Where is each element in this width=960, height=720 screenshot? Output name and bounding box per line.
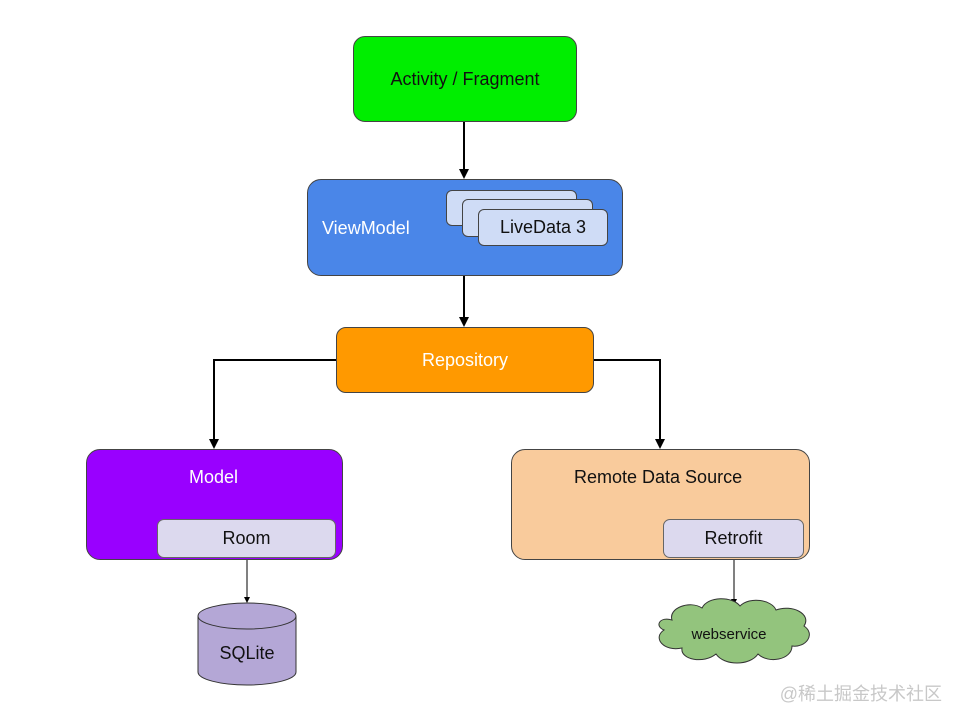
- livedata-card-front: LiveData 3: [478, 209, 608, 246]
- room-box: Room: [157, 519, 336, 558]
- repository-label: Repository: [421, 349, 509, 370]
- retrofit-box: Retrofit: [663, 519, 804, 558]
- remote-data-source-label: Remote Data Source: [574, 467, 743, 487]
- livedata-label: LiveData 3: [499, 217, 587, 237]
- activity-fragment-box: Activity / Fragment: [353, 36, 577, 122]
- arrow-repository-to-model: [209, 359, 336, 449]
- webservice-label: webservice: [690, 626, 766, 643]
- viewmodel-label: ViewModel: [322, 218, 410, 238]
- activity-fragment-label: Activity / Fragment: [390, 68, 540, 89]
- retrofit-label: Retrofit: [704, 528, 763, 548]
- webservice-cloud-icon: [658, 598, 810, 664]
- repository-box: Repository: [336, 327, 594, 393]
- room-label: Room: [222, 528, 271, 548]
- arrow-repository-to-remote: [594, 359, 665, 449]
- watermark: @稀土掘金技术社区: [779, 684, 942, 704]
- sqlite-label: SQLite: [219, 643, 274, 663]
- sqlite-database-icon: [197, 602, 297, 686]
- model-label: Model: [189, 467, 239, 487]
